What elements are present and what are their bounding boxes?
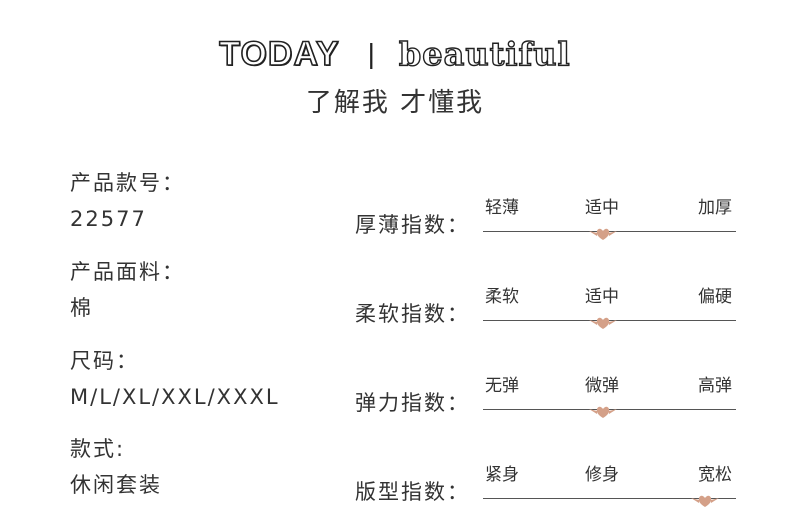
rating-line — [483, 498, 736, 499]
winged-heart-icon — [589, 228, 617, 240]
size-value: M/L/XL/XXL/XXXL — [70, 385, 280, 409]
rating-label: 弹力指数： — [355, 391, 470, 415]
fabric-block: 产品面料： 棉 — [70, 257, 185, 323]
rating-label: 厚薄指数： — [355, 213, 470, 237]
model-label: 产品款号： — [70, 171, 185, 195]
subtitle: 了解我 才懂我 — [305, 88, 485, 118]
title-line: TODAY | beautiful — [0, 34, 790, 74]
rating-option: 适中 — [585, 198, 619, 218]
page-header: TODAY | beautiful 了解我 才懂我 — [0, 34, 790, 119]
rating-option: 微弹 — [585, 376, 619, 396]
rating-option: 修身 — [585, 465, 619, 485]
rating-label: 柔软指数： — [355, 302, 470, 326]
rating-option: 偏硬 — [698, 287, 732, 307]
model-value: 22577 — [70, 207, 147, 231]
fabric-value: 棉 — [70, 296, 93, 320]
style-block: 款式: 休闲套装 — [70, 434, 162, 500]
model-block: 产品款号： 22577 — [70, 168, 185, 234]
size-label: 尺码： — [70, 349, 139, 373]
rating-line — [483, 231, 736, 232]
title-beautiful: beautiful — [398, 34, 571, 73]
rating-thickness: 厚薄指数： 轻薄 适中 加厚 — [355, 198, 740, 240]
winged-heart-icon — [589, 317, 617, 329]
title-today: TODAY — [218, 34, 340, 74]
style-label: 款式: — [70, 437, 126, 461]
rating-option: 柔软 — [485, 287, 519, 307]
rating-option: 无弹 — [485, 376, 519, 396]
rating-option: 高弹 — [698, 376, 732, 396]
rating-line — [483, 320, 736, 321]
winged-heart-icon — [691, 495, 719, 507]
rating-line — [483, 409, 736, 410]
fabric-label: 产品面料： — [70, 260, 185, 284]
rating-option: 紧身 — [485, 465, 519, 485]
winged-heart-icon — [589, 406, 617, 418]
rating-option: 轻薄 — [485, 198, 519, 218]
rating-elasticity: 弹力指数： 无弹 微弹 高弹 — [355, 376, 740, 418]
rating-option: 宽松 — [698, 465, 732, 485]
rating-label: 版型指数： — [355, 480, 470, 504]
title-separator: | — [367, 38, 375, 69]
rating-softness: 柔软指数： 柔软 适中 偏硬 — [355, 287, 740, 329]
size-block: 尺码： M/L/XL/XXL/XXXL — [70, 346, 280, 412]
rating-fit: 版型指数： 紧身 修身 宽松 — [355, 465, 740, 507]
style-value: 休闲套装 — [70, 473, 162, 497]
rating-option: 适中 — [585, 287, 619, 307]
rating-option: 加厚 — [698, 198, 732, 218]
